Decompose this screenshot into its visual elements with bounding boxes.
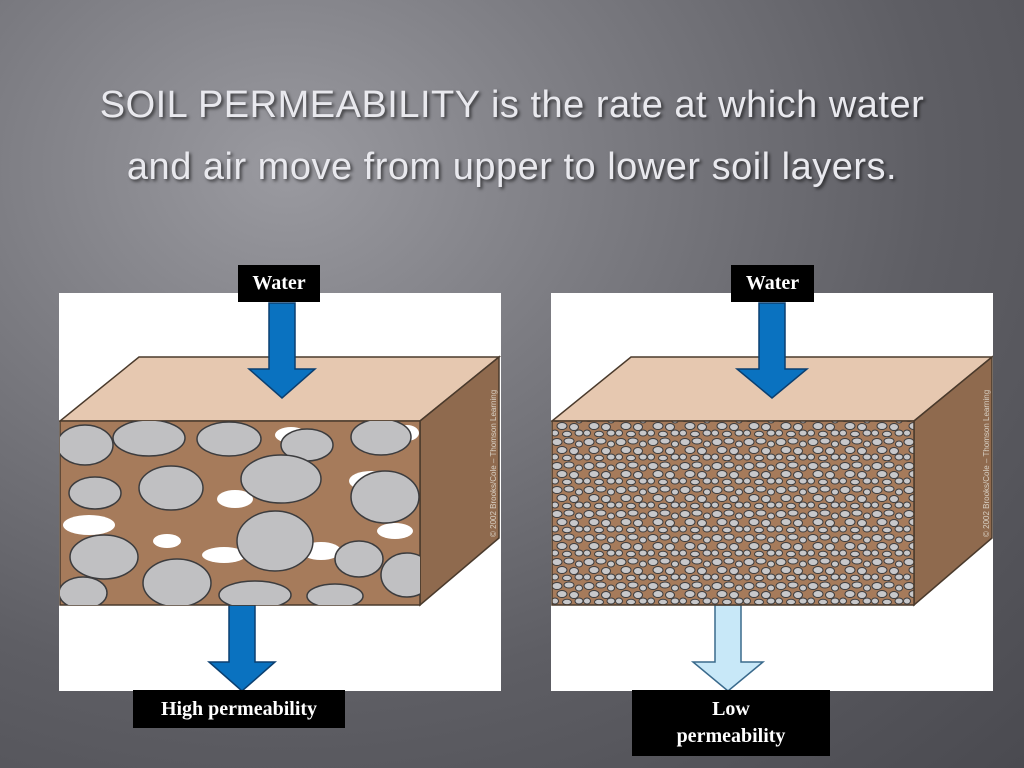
soil-block-large-particles: [59, 302, 501, 691]
title-line-2: and air move from upper to lower soil la…: [126, 146, 898, 188]
low-permeability-diagram: © 2002 Brooks/Cole – Thomson Learning: [551, 293, 993, 691]
high-permeability-diagram: © 2002 Brooks/Cole – Thomson Learning: [59, 293, 501, 691]
copyright-credit: © 2002 Brooks/Cole – Thomson Learning: [489, 389, 498, 537]
slide-title: SOIL PERMEABILITY is the rate at which w…: [40, 74, 984, 198]
title-line-1: SOIL PERMEABILITY is the rate at which w…: [99, 84, 925, 126]
high-permeability-label: High permeability: [133, 690, 345, 728]
small-soil-particles: [551, 420, 915, 606]
inflow-arrow: [247, 302, 317, 399]
low-permeability-label: Low permeability: [632, 690, 830, 756]
copyright-credit: © 2002 Brooks/Cole – Thomson Learning: [982, 389, 991, 537]
water-label-left: Water: [238, 265, 320, 302]
water-label-right: Water: [731, 265, 814, 302]
outflow-arrow: [207, 604, 277, 691]
low-permeability-line-2: permeability: [676, 725, 786, 747]
outflow-arrow: [690, 604, 766, 691]
inflow-arrow: [734, 302, 810, 399]
high-permeability-text: High permeability: [160, 698, 318, 720]
low-permeability-line-1: Low: [712, 698, 750, 720]
large-soil-particles: [60, 421, 420, 605]
soil-block-small-particles: [551, 302, 993, 691]
